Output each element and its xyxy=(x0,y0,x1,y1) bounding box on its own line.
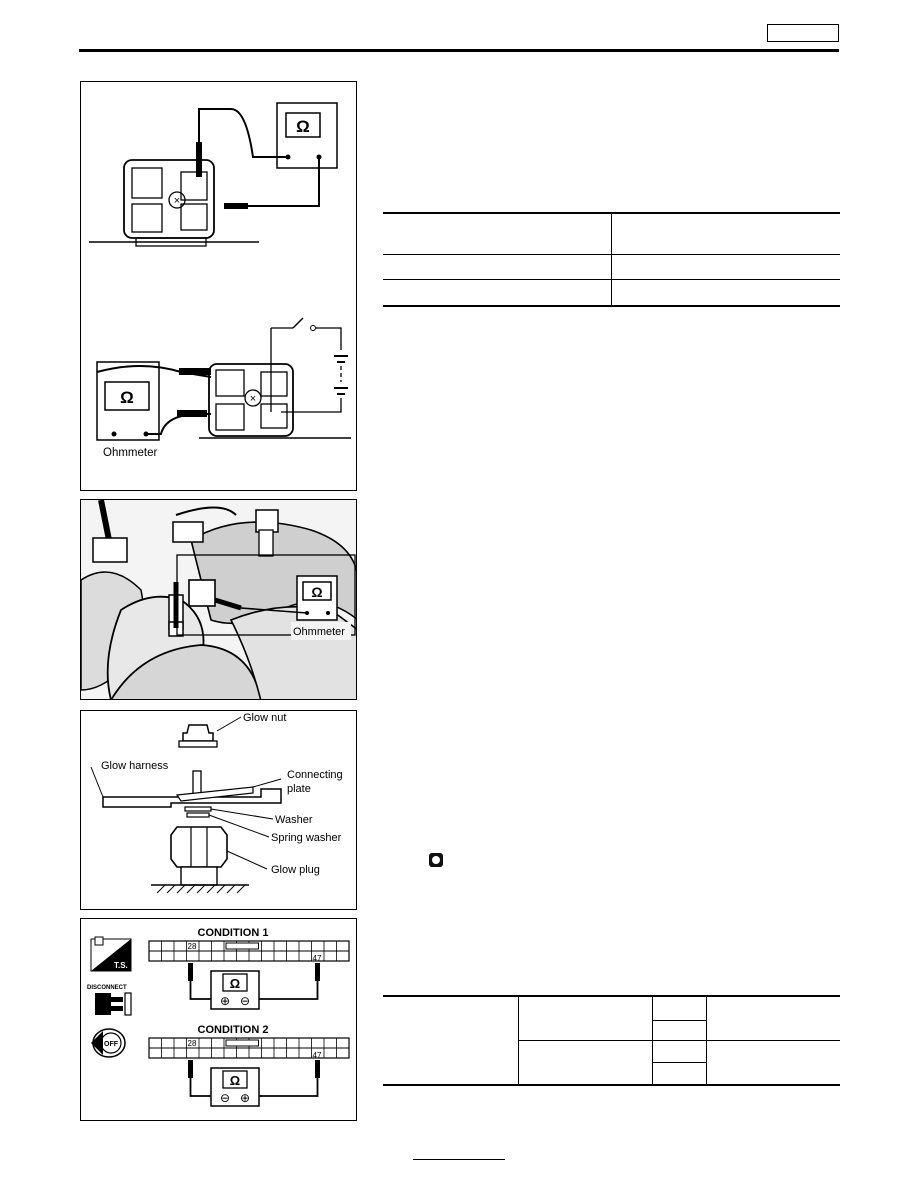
svg-text:DISCONNECT: DISCONNECT xyxy=(87,985,127,991)
ohm-symbol: Ω xyxy=(230,1073,240,1088)
svg-text:Spring washer: Spring washer xyxy=(271,832,342,844)
connector-1: 28 47Ω⊕ ⊖ xyxy=(148,940,350,1010)
table2-rule-top xyxy=(383,995,840,997)
table1-rule-bottom xyxy=(383,305,840,307)
condition-1-title: CONDITION 1 xyxy=(198,927,269,939)
svg-text:T.S.: T.S. xyxy=(114,961,128,970)
polarity-symbol: ⊖ xyxy=(220,1091,230,1105)
table2-col-3 xyxy=(706,995,707,1085)
svg-text:Connecting: Connecting xyxy=(287,769,343,781)
table2-rule-bottom xyxy=(383,1084,840,1086)
glow-plug-assembly-figure: Glow nut Glow harness Connecting plate W… xyxy=(80,710,357,910)
ignition-off-icon: OFF xyxy=(91,1028,126,1058)
svg-text:×: × xyxy=(174,195,180,207)
ohmmeter-icon: Ω xyxy=(296,117,310,136)
probe-lead xyxy=(315,963,320,981)
polarity-symbol: ⊕ xyxy=(240,1091,250,1105)
polarity-symbol: ⊖ xyxy=(240,994,250,1008)
table2-rule-mid-b xyxy=(652,1062,706,1063)
section-code-box xyxy=(767,24,839,42)
header-rule xyxy=(79,49,839,52)
pin-label: 28 xyxy=(188,942,197,951)
pin-label: 47 xyxy=(313,1051,322,1060)
probe-lead xyxy=(188,963,193,981)
table2-rule-mid-a xyxy=(652,1020,706,1021)
table2-rule-mid xyxy=(518,1040,840,1041)
svg-text:Washer: Washer xyxy=(275,814,313,826)
ohmmeter-label: Ohmmeter xyxy=(103,447,157,459)
footer-rule xyxy=(413,1159,505,1160)
pin-label: 28 xyxy=(188,1039,197,1048)
connector-2: 28 47Ω⊖ ⊕ xyxy=(148,1037,350,1107)
probe-lead xyxy=(315,1060,320,1078)
svg-text:Glow nut: Glow nut xyxy=(243,712,286,724)
ohm-symbol: Ω xyxy=(230,976,240,991)
condition-2-title: CONDITION 2 xyxy=(198,1024,269,1036)
glow-plug-check-figure: Ω Ohmmeter xyxy=(80,499,357,700)
svg-text:Ω: Ω xyxy=(120,388,134,407)
pin-label: 47 xyxy=(313,954,322,963)
svg-text:plate: plate xyxy=(287,783,311,795)
svg-text:×: × xyxy=(250,393,256,405)
ts-icon: T.S. xyxy=(90,936,132,972)
table1-col-divider xyxy=(611,212,612,306)
disconnect-icon: DISCONNECT xyxy=(87,985,132,1016)
svg-text:Ω: Ω xyxy=(311,584,322,600)
tool-icon xyxy=(429,853,443,867)
svg-text:OFF: OFF xyxy=(104,1041,119,1048)
polarity-symbol: ⊕ xyxy=(220,994,230,1008)
table2-col-2 xyxy=(652,995,653,1085)
table2-col-1 xyxy=(518,995,519,1085)
relay-check-figure: Ω × Ω xyxy=(80,81,357,491)
ohmmeter-label-2: Ohmmeter xyxy=(293,626,345,638)
probe-lead xyxy=(188,1060,193,1078)
svg-text:Glow plug: Glow plug xyxy=(271,864,320,876)
svg-text:Glow harness: Glow harness xyxy=(101,760,169,772)
